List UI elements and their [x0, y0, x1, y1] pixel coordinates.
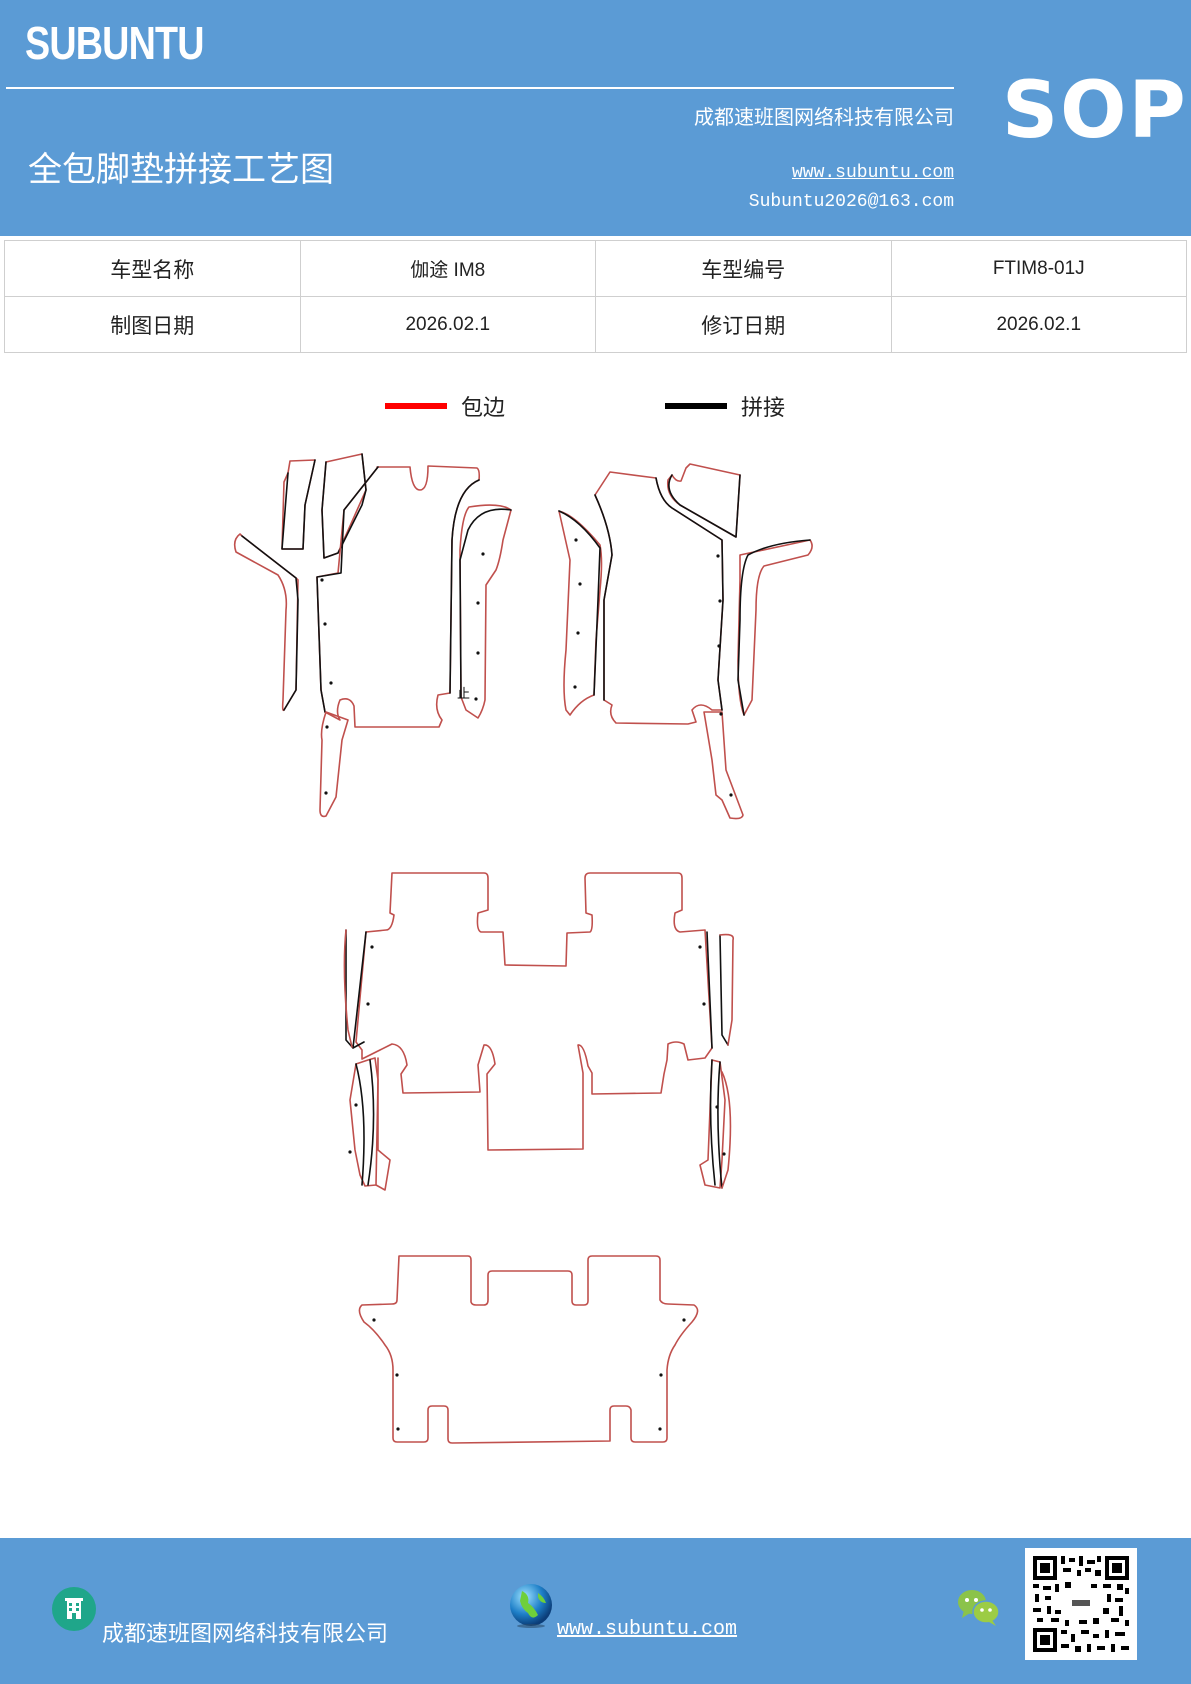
website-link[interactable]: www.subuntu.com: [791, 163, 954, 183]
page-title: 全包脚垫拼接工艺图: [28, 150, 334, 190]
building-icon: [52, 1587, 96, 1631]
footer-company-name: 成都速班图网络科技有限公司: [102, 1622, 389, 1647]
model-code-label: 车型编号: [595, 240, 892, 297]
legend-label: 包边: [461, 396, 506, 421]
legend-item-seam: 拼接: [665, 390, 785, 422]
revision-date-label: 修订日期: [595, 296, 892, 353]
legend-item-edge: 包边: [385, 390, 505, 422]
floor-mat-diagram: 止: [233, 453, 813, 1444]
legend: 包边 拼接: [385, 390, 855, 422]
footer: 成都速班图网络科技有限公司 www.subuntu.com: [0, 1538, 1191, 1684]
footer-website-link[interactable]: www.subuntu.com: [557, 1618, 738, 1641]
stop-annotation: 止: [457, 687, 470, 702]
table-row: 车型名称 伽途 IM8 车型编号 FTIM8-01J: [4, 240, 1187, 297]
black-line-swatch: [665, 403, 728, 409]
draw-date-value: 2026.02.1: [299, 296, 596, 353]
model-code-value: FTIM8-01J: [890, 240, 1187, 297]
info-table: 车型名称 伽途 IM8 车型编号 FTIM8-01J 制图日期 2026.02.…: [4, 240, 1187, 353]
draw-date-label: 制图日期: [4, 296, 301, 353]
table-row: 制图日期 2026.02.1 修订日期 2026.02.1: [4, 296, 1187, 353]
header: SUBUNTU 全包脚垫拼接工艺图 成都速班图网络科技有限公司 www.subu…: [0, 0, 1191, 236]
revision-date-value: 2026.02.1: [890, 296, 1187, 353]
brand-logo: SUBUNTU: [25, 17, 204, 69]
header-divider: [6, 87, 954, 89]
wechat-icon[interactable]: [956, 1588, 1002, 1628]
globe-icon: [510, 1584, 552, 1628]
email-address: Subuntu2026@163.com: [748, 192, 954, 212]
sop-badge: SOP: [1002, 66, 1188, 156]
qr-code: [1025, 1548, 1137, 1660]
red-line-swatch: [385, 403, 447, 409]
model-name-value: 伽途 IM8: [299, 240, 596, 297]
model-name-label: 车型名称: [4, 240, 301, 297]
legend-label: 拼接: [741, 396, 786, 421]
company-name: 成都速班图网络科技有限公司: [694, 105, 954, 129]
